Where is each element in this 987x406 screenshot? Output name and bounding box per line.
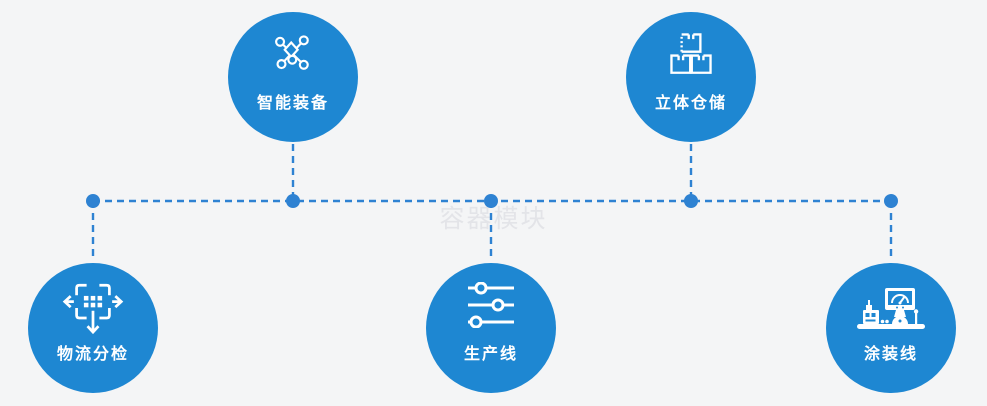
watermark: 容器模块 bbox=[439, 205, 548, 233]
node-production-line: 生产线 bbox=[426, 263, 556, 393]
node-label: 物流分检 bbox=[56, 346, 129, 363]
control-station-icon bbox=[857, 288, 925, 329]
junction-dot bbox=[286, 194, 300, 208]
junction-dot bbox=[684, 194, 698, 208]
sort-distribute-icon bbox=[62, 283, 124, 335]
network-nodes-icon bbox=[275, 35, 309, 70]
sliders-icon bbox=[468, 282, 514, 328]
stacked-boxes-icon bbox=[670, 33, 712, 74]
junction-dot bbox=[86, 194, 100, 208]
node-logistics-sorting: 物流分检 bbox=[28, 263, 158, 393]
node-label: 涂装线 bbox=[863, 346, 918, 363]
node-label: 立体仓储 bbox=[654, 95, 727, 112]
node-smart-equipment: 智能装备 bbox=[228, 12, 358, 142]
node-label: 生产线 bbox=[463, 346, 518, 363]
junction-dot bbox=[884, 194, 898, 208]
junction-dot bbox=[484, 194, 498, 208]
node-stereoscopic-warehouse: 立体仓储 bbox=[626, 12, 756, 142]
node-label: 智能装备 bbox=[256, 95, 329, 112]
node-coating-line: 涂装线 bbox=[826, 263, 956, 393]
